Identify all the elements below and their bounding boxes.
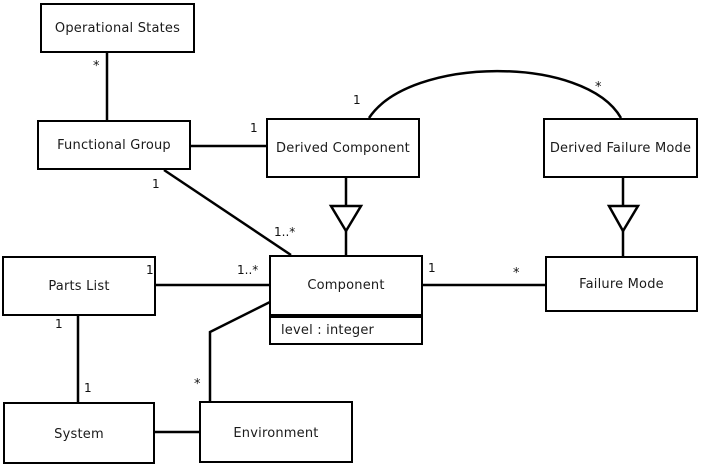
class-name-derived-component: Derived Component [276,140,410,156]
class-name-operational-states: Operational States [54,20,181,36]
multiplicity-component-functionalgroup: 1..* [274,225,296,239]
class-box-functional-group[interactable]: Functional Group [37,120,191,170]
class-box-component[interactable]: Component [269,255,423,316]
multiplicity-component-failuremode: 1 [428,261,436,275]
multiplicity-system-partslist: 1 [84,381,92,395]
class-name-environment: Environment [233,425,319,441]
class-name-derived-failure-mode: Derived Failure Mode [549,140,692,156]
class-box-environment[interactable]: Environment [199,401,353,463]
multiplicity-environment-component: * [194,377,201,392]
class-name-functional-group: Functional Group [57,137,171,153]
attribute-level: level : integer [281,323,375,338]
multiplicity-derivedfailuremode-arc: * [595,80,602,95]
multiplicity-functionalgroup-component: 1 [152,177,160,191]
class-box-derived-component[interactable]: Derived Component [266,118,420,178]
generalization-triangle-component [328,204,364,234]
multiplicity-partslist-system: 1 [55,317,63,331]
multiplicity-derivedcomponent-arc: 1 [353,93,361,107]
class-box-failure-mode[interactable]: Failure Mode [545,256,698,312]
multiplicity-functionalgroup-derivedcomponent: 1 [250,121,258,135]
multiplicity-opstates-functionalgroup: * [93,59,100,74]
class-name-system: System [54,426,104,442]
class-box-system[interactable]: System [3,402,155,464]
class-box-parts-list[interactable]: Parts List [2,256,156,316]
multiplicity-partslist-component: 1 [146,263,154,277]
edge-functionalgroup-component [163,168,292,257]
edge-environment-component [208,300,271,401]
class-name-component: Component [307,278,385,293]
multiplicity-component-partslist: 1..* [237,263,259,277]
class-box-operational-states[interactable]: Operational States [40,3,195,53]
multiplicity-failuremode-component: * [513,266,520,281]
edge-derivedcomponent-derivedfailuremode [367,69,623,119]
generalization-triangle-failure-mode [606,204,641,234]
class-box-derived-failure-mode[interactable]: Derived Failure Mode [543,118,698,178]
class-name-failure-mode: Failure Mode [579,276,664,292]
class-attributes-component: level : integer [269,316,423,345]
class-name-parts-list: Parts List [48,278,110,294]
